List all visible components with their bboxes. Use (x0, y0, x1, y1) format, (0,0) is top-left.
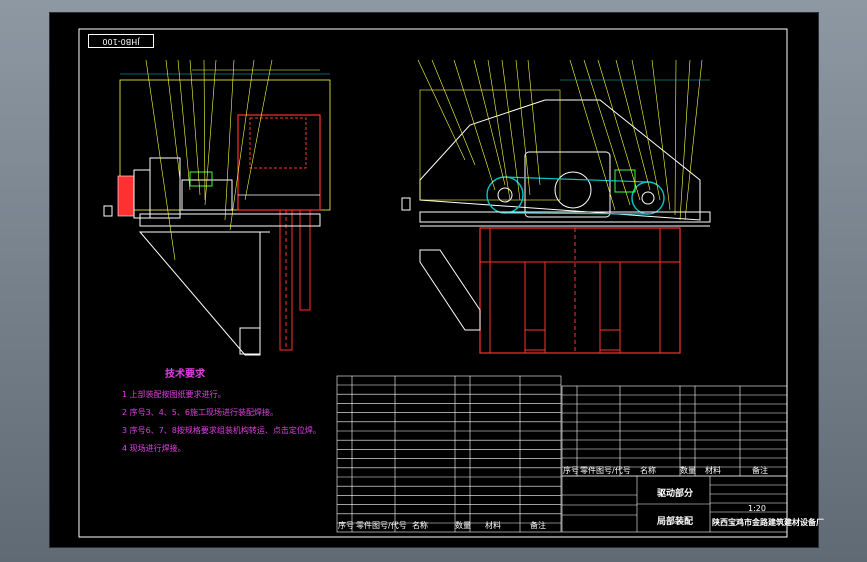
note-item-1: 1 上部装配按图纸要求进行。 (122, 390, 226, 399)
casing-frame (479, 227, 681, 354)
right-envelope-outline (419, 89, 561, 201)
chain-bottom (504, 212, 649, 215)
bom-header-seq: 序号 (338, 521, 354, 530)
driven-sprocket (631, 181, 665, 215)
bom-header-qty: 数量 (455, 521, 471, 530)
motor-flange (133, 169, 151, 219)
inspection-door (249, 117, 307, 169)
motor-fan (117, 175, 135, 217)
note-item-3: 3 序号6、7、8按规格要求组装机构转运、点击定位焊。 (122, 426, 321, 435)
diagonal-brace (138, 231, 261, 356)
title-assembly: 局部装配 (657, 517, 694, 527)
bom2-header-material: 材料 (705, 466, 721, 475)
title-scale: 1:20 (748, 504, 766, 513)
drawing-number-stamp: JHB0-100 (88, 34, 154, 48)
bom2-header-qty: 数量 (680, 466, 696, 475)
gearbox (524, 151, 611, 218)
bom-header-code: 零件图号/代号 (356, 521, 407, 530)
left-elevation-view (103, 59, 331, 356)
bom2-header-name: 名称 (640, 466, 656, 475)
motor-body (149, 157, 181, 219)
casing-right (299, 209, 311, 311)
drive-gear (554, 171, 592, 209)
base-platform (139, 213, 321, 227)
bom2-header-code: 零件图号/代号 (580, 466, 631, 475)
note-item-4: 4 现场进行焊接。 (122, 444, 186, 453)
bom2-header-seq: 序号 (563, 466, 579, 475)
note-item-2: 2 序号3、4、5、6施工现场进行装配焊接。 (122, 408, 278, 417)
title-part-name: 驱动部分 (657, 489, 694, 499)
bom-header-note: 备注 (530, 521, 546, 530)
title-block (561, 475, 788, 533)
discharge-chute (419, 249, 481, 331)
head-hood (419, 99, 701, 221)
head-housing (237, 114, 321, 211)
notes-title: 技术要求 (165, 369, 205, 380)
bom-header-material: 材料 (485, 521, 501, 530)
drawing-border (78, 28, 788, 538)
drive-deck (419, 211, 711, 223)
bom2-header-note: 备注 (752, 466, 768, 475)
right-elevation-view (401, 59, 711, 354)
brace-foot (239, 327, 261, 355)
chain-top (504, 176, 649, 183)
coupling (189, 171, 213, 187)
bom-header-name: 名称 (412, 521, 428, 530)
title-company: 陕西宝鸡市金路建筑建材设备厂 (712, 518, 824, 527)
